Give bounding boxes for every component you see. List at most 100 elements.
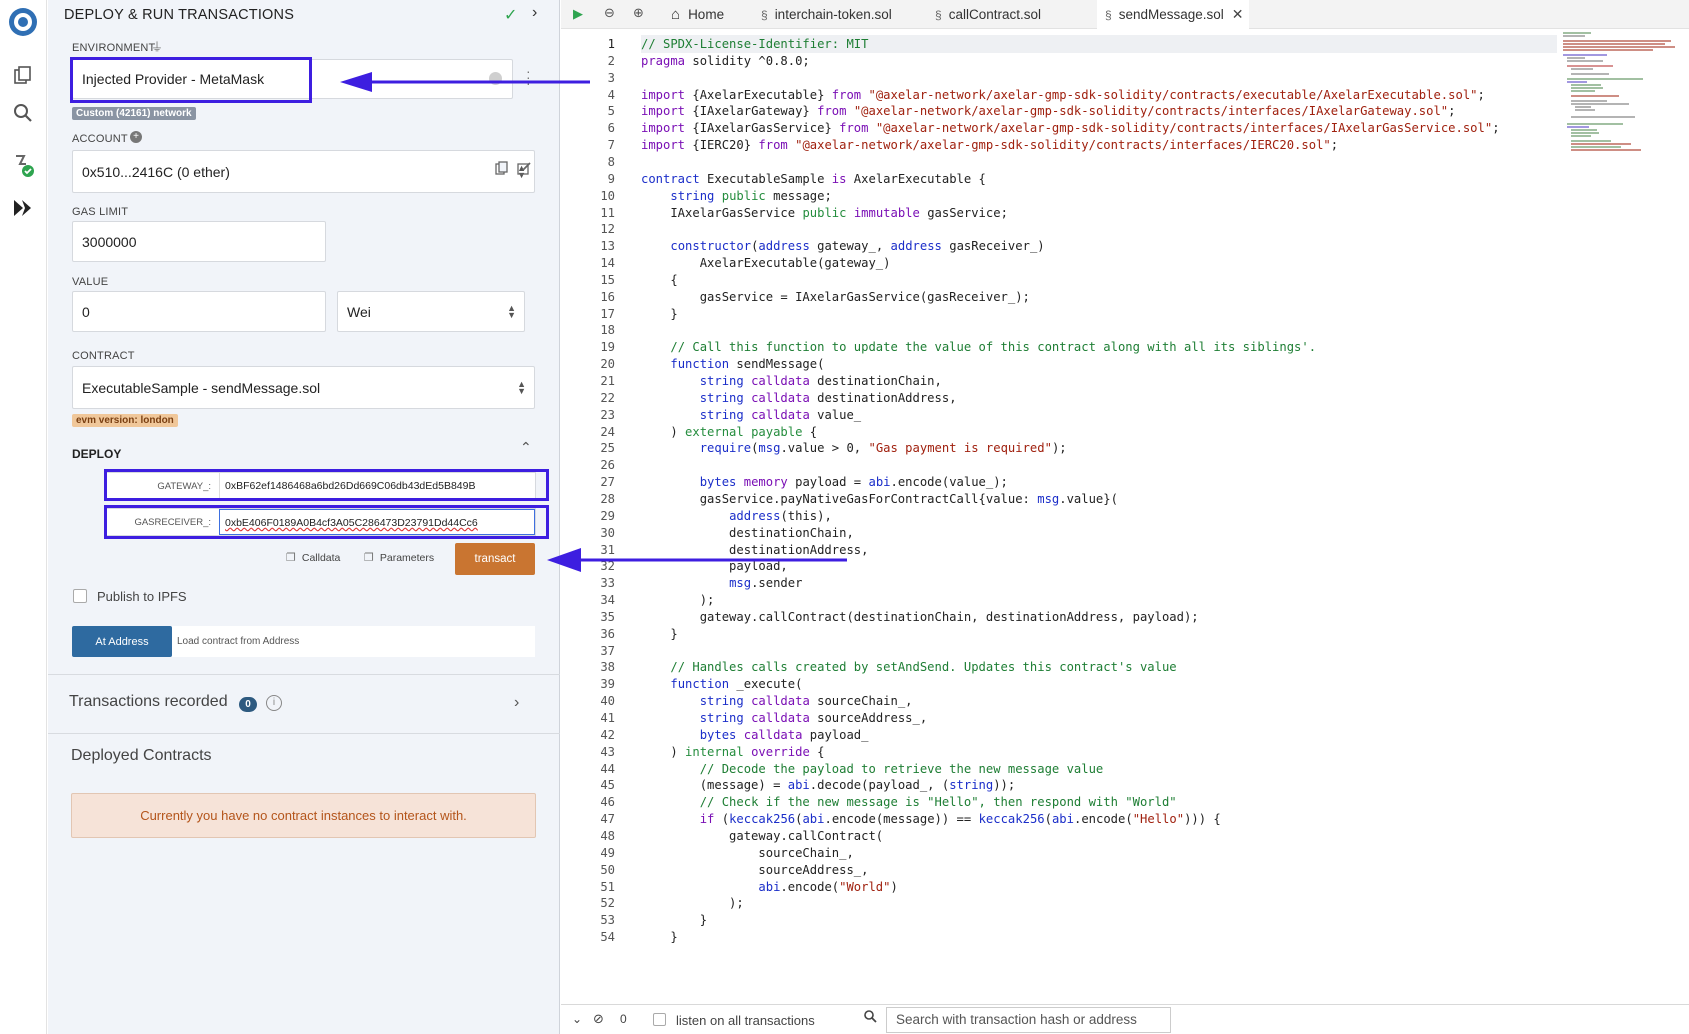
value-unit-select[interactable]: Wei ▲▼ (337, 291, 525, 332)
calldata-button[interactable]: ❐Calldata (286, 551, 340, 564)
code-line[interactable]: require(msg.value > 0, "Gas payment is r… (641, 439, 1067, 457)
gas-limit-label: GAS LIMIT (72, 206, 128, 218)
tab-interchain-token[interactable]: §interchain-token.sol (753, 0, 919, 29)
minimap[interactable] (1561, 29, 1681, 159)
code-line[interactable]: address(this), (641, 507, 832, 525)
clear-console-icon[interactable]: ⊘ (593, 1011, 604, 1027)
code-line[interactable]: } (641, 305, 678, 323)
line-number: 40 (561, 694, 615, 708)
remix-logo-icon[interactable] (6, 5, 40, 39)
code-line[interactable]: // SPDX-License-Identifier: MIT (641, 35, 1557, 53)
code-line[interactable]: bytes memory payload = abi.encode(value_… (641, 473, 1008, 491)
parameters-button[interactable]: ❐Parameters (364, 551, 434, 564)
collapse-terminal-icon[interactable]: ⌄ (572, 1012, 582, 1026)
code-line[interactable]: // Check if the new message is "Hello", … (641, 793, 1177, 811)
code-line[interactable]: string calldata value_ (641, 406, 861, 424)
code-line[interactable]: AxelarExecutable(gateway_) (641, 254, 890, 272)
line-number: 29 (561, 509, 615, 523)
account-select[interactable]: 0x510...2416C (0 ether) ▲▼ (72, 150, 535, 193)
code-line[interactable]: import {IERC20} from "@axelar-network/ax… (641, 136, 1338, 154)
line-number: 12 (561, 222, 615, 236)
zoom-out-icon[interactable]: ⊖ (604, 5, 615, 21)
code-line[interactable]: constructor(address gateway_, address ga… (641, 237, 1045, 255)
code-line[interactable]: gasService.payNativeGasForContractCall{v… (641, 490, 1118, 508)
line-number: 17 (561, 307, 615, 321)
code-line[interactable]: ) external payable { (641, 423, 817, 441)
line-number: 43 (561, 745, 615, 759)
code-line[interactable]: // Call this function to update the valu… (641, 338, 1316, 356)
code-line[interactable]: destinationChain, (641, 524, 854, 542)
code-line[interactable]: ) internal override { (641, 743, 824, 761)
at-address-button[interactable]: At Address (72, 626, 172, 657)
code-line[interactable]: (message) = abi.decode(payload_, (string… (641, 776, 1015, 794)
contract-select[interactable]: ExecutableSample - sendMessage.sol ▲▼ (72, 366, 535, 409)
load-address-input[interactable]: Load contract from Address (172, 626, 535, 657)
close-icon[interactable]: ✕ (1232, 6, 1244, 23)
code-line[interactable]: ); (641, 894, 744, 912)
code-line[interactable]: string public message; (641, 187, 832, 205)
compiler-icon[interactable] (9, 151, 37, 179)
code-line[interactable]: import {IAxelarGasService} from "@axelar… (641, 119, 1500, 137)
code-line[interactable]: pragma solidity ^0.8.0; (641, 52, 810, 70)
code-line[interactable]: function _execute( (641, 675, 802, 693)
file-icon: § (761, 8, 768, 22)
add-account-icon[interactable]: + (130, 131, 142, 143)
code-line[interactable]: import {IAxelarGateway} from "@axelar-ne… (641, 102, 1456, 120)
search-icon[interactable] (9, 99, 37, 127)
line-number: 14 (561, 256, 615, 270)
line-number: 20 (561, 357, 615, 371)
run-script-icon[interactable]: ▶ (573, 6, 583, 22)
code-line[interactable]: gateway.callContract(destinationChain, d… (641, 608, 1199, 626)
deploy-run-icon[interactable] (9, 194, 37, 222)
chevron-right-icon[interactable]: › (532, 4, 537, 22)
code-line[interactable]: sourceAddress_, (641, 861, 868, 879)
copy-icon[interactable] (495, 161, 509, 180)
code-line[interactable]: gateway.callContract( (641, 827, 883, 845)
code-line[interactable]: } (641, 625, 678, 643)
zoom-in-icon[interactable]: ⊕ (633, 5, 644, 21)
code-line[interactable]: string calldata sourceAddress_, (641, 709, 927, 727)
code-line[interactable]: } (641, 928, 678, 946)
line-number: 35 (561, 610, 615, 624)
icon-rail (0, 0, 47, 1034)
tab-send-message[interactable]: §sendMessage.sol ✕ (1097, 0, 1249, 29)
tab-call-contract[interactable]: §callContract.sol (927, 0, 1087, 29)
code-line[interactable]: string calldata destinationChain, (641, 372, 942, 390)
chevron-right-icon[interactable]: › (514, 694, 519, 712)
code-line[interactable]: IAxelarGasService public immutable gasSe… (641, 204, 1008, 222)
listen-checkbox[interactable] (653, 1013, 666, 1026)
code-line[interactable]: // Decode the payload to retrieve the ne… (641, 760, 1103, 778)
code-line[interactable]: bytes calldata payload_ (641, 726, 868, 744)
line-number: 7 (561, 138, 615, 152)
search-icon (863, 1009, 877, 1028)
code-line[interactable]: if (keccak256(abi.encode(message)) == ke… (641, 810, 1221, 828)
no-instances-text: Currently you have no contract instances… (140, 808, 467, 823)
code-line[interactable]: gasService = IAxelarGasService(gasReceiv… (641, 288, 1030, 306)
chevron-up-icon[interactable]: ⌃ (520, 439, 532, 456)
code-line[interactable]: string calldata destinationAddress, (641, 389, 957, 407)
value-input[interactable]: 0 (72, 291, 326, 332)
code-area[interactable]: // SPDX-License-Identifier: MITpragma so… (641, 29, 1621, 999)
gas-limit-input[interactable]: 3000000 (72, 221, 326, 262)
code-line[interactable]: contract ExecutableSample is AxelarExecu… (641, 170, 986, 188)
code-line[interactable]: sourceChain_, (641, 844, 854, 862)
terminal-search-input[interactable]: Search with transaction hash or address (886, 1007, 1171, 1033)
code-line[interactable]: abi.encode("World") (641, 878, 898, 896)
transactions-recorded-label[interactable]: Transactions recorded (69, 693, 228, 711)
code-line[interactable]: ); (641, 591, 714, 609)
code-line[interactable]: } (641, 911, 707, 929)
code-line[interactable]: // Handles calls created by setAndSend. … (641, 658, 1177, 676)
code-line[interactable]: string calldata sourceChain_, (641, 692, 913, 710)
line-number: 21 (561, 374, 615, 388)
edit-icon[interactable] (517, 161, 532, 181)
line-number: 37 (561, 644, 615, 658)
transact-button[interactable]: transact (455, 543, 535, 575)
code-line[interactable]: function sendMessage( (641, 355, 824, 373)
code-line[interactable]: { (641, 271, 678, 289)
file-explorer-icon[interactable] (9, 62, 37, 90)
code-line[interactable]: import {AxelarExecutable} from "@axelar-… (641, 86, 1485, 104)
info-circle-icon[interactable]: i (266, 695, 282, 711)
line-number: 52 (561, 896, 615, 910)
tab-home[interactable]: ⌂Home (665, 0, 745, 29)
publish-checkbox[interactable] (73, 589, 87, 603)
